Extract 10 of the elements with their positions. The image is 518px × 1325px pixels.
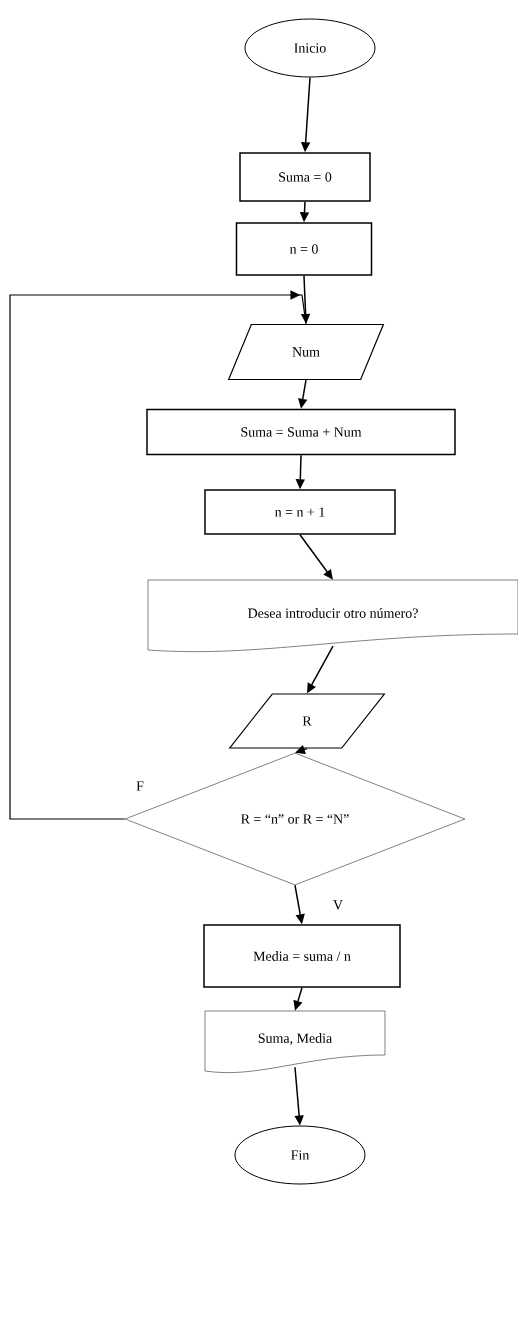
process-box: Media = suma / n bbox=[203, 924, 401, 988]
process-box: n = n + 1 bbox=[204, 489, 396, 535]
arrow bbox=[299, 534, 333, 580]
process-box: n = 0 bbox=[235, 222, 373, 276]
edge-label: V bbox=[331, 899, 345, 911]
process-box: Suma = 0 bbox=[239, 152, 371, 202]
arrow bbox=[9, 290, 307, 820]
edge-label: F bbox=[135, 780, 145, 792]
process-box: Suma = Suma + Num bbox=[146, 408, 456, 456]
arrow bbox=[295, 745, 308, 754]
